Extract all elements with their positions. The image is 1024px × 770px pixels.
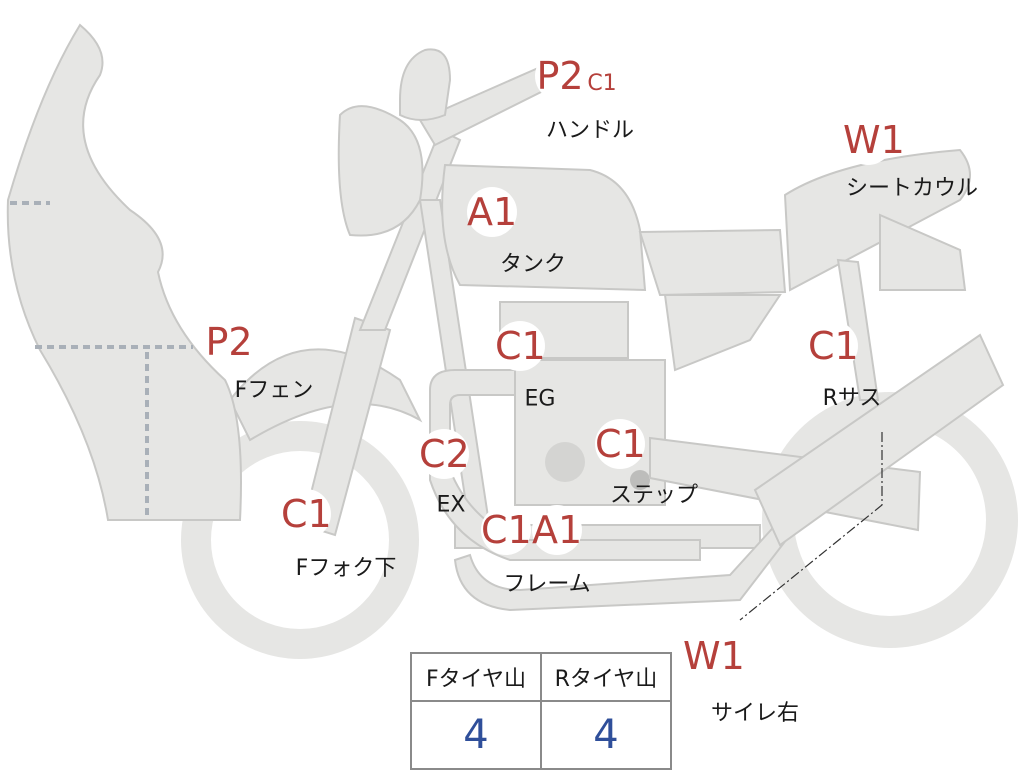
grade-badge: P2 [204,317,254,367]
part-label-front-fender: Fフェン [234,378,314,403]
grade-badge: A1 [467,187,517,237]
part-label-step: ステップ [609,483,699,508]
front-tire-tread-header: Fタイヤ山 [410,652,542,702]
grade-badge: C1 [595,419,646,469]
grade-badge: W1 [843,115,905,165]
seat [638,228,787,297]
side-cover [663,294,782,372]
grade-badge: C1 [586,68,618,100]
front-tire-tread-value: 4 [410,700,542,770]
grade-badge: C1 [808,321,859,371]
grade-badge: C1 [281,489,332,539]
rear-tire-tread-header: Rタイヤ山 [540,652,672,702]
grade-badge: C1 [495,321,546,371]
front-fairing [6,23,242,521]
part-label-handlebar: ハンドル [545,118,635,143]
grade-badge: A1 [532,505,582,555]
part-label-front-fork-lower: Fフォク下 [295,556,397,581]
part-label-engine: EG [524,386,556,412]
grade-badge: P2 [535,51,585,101]
part-label-exhaust: EX [436,492,466,518]
frame-lower [453,518,792,612]
mirror [399,48,452,121]
peg-left [630,470,650,490]
part-label-frame: フレーム [503,572,591,597]
tire-tread-table: Fタイヤ山 Rタイヤ山 4 4 [410,652,672,770]
muffler-leader-line [739,432,883,621]
tail-fin [879,213,967,291]
part-label-seat-cowl: シートカウル [845,176,979,201]
exhaust-pipe [429,369,521,471]
grade-badge: C1 [481,505,532,555]
tail-cowl [783,148,971,292]
muffler [753,333,1005,547]
grade-badge: C2 [419,429,470,479]
part-label-muffler-right: サイレ右 [710,701,800,726]
grade-badge: W1 [683,631,745,681]
part-label-rear-suspension: Rサス [822,386,882,411]
headlight [337,105,424,237]
rear-tire-tread-value: 4 [540,700,672,770]
part-label-tank: タンク [499,252,567,277]
front-wheel [181,421,419,659]
engine-cover [545,442,585,482]
